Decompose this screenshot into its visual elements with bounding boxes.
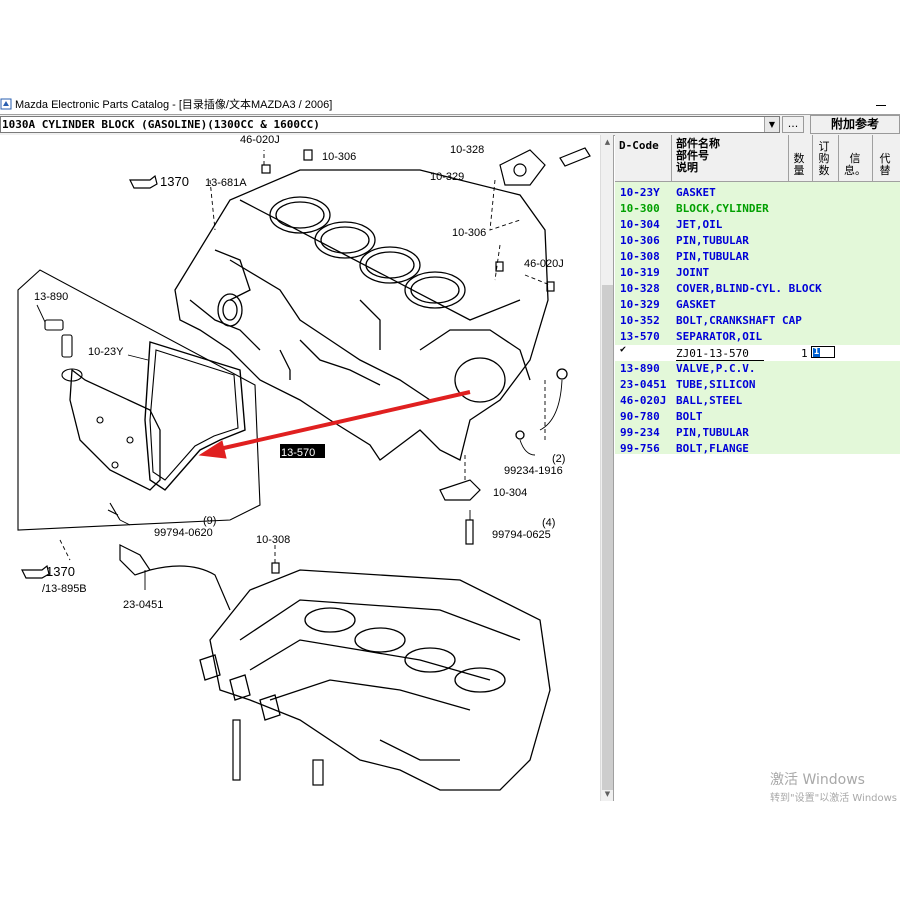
label-10-306-right[interactable]: 10-306 [452, 227, 486, 239]
list-item[interactable]: 13-890 VALVE,P.C.V. [620, 362, 756, 375]
parts-list-pane: D-Code 部件名称 部件号 说明 数量 订购数 信息。 代替 10-23Y … [615, 135, 900, 801]
column-order-qty[interactable]: 订购数 [818, 140, 830, 177]
catalog-toolbar: 1030A CYLINDER BLOCK (GASOLINE)(1300CC &… [0, 114, 900, 136]
window-title-bar: Mazda Electronic Parts Catalog - [目录插像/文… [0, 95, 900, 113]
label-qty-2: (2) [552, 453, 565, 465]
list-item[interactable]: 10-319 JOINT [620, 266, 710, 279]
label-99234-1916[interactable]: 99234-1916 [504, 465, 563, 477]
parts-diagram-pane[interactable]: 46-020J 10-306 10-328 10-329 1370 13-681… [0, 135, 601, 801]
catalog-section-select[interactable]: 1030A CYLINDER BLOCK (GASOLINE)(1300CC &… [0, 116, 780, 133]
list-item[interactable]: 99-756 BOLT,FLANGE [620, 442, 749, 455]
order-quantity-value: 1 [813, 347, 820, 357]
column-part-name[interactable]: 部件名称 部件号 说明 [676, 137, 720, 174]
scroll-up-icon[interactable]: ▲ [604, 138, 611, 146]
label-13-890[interactable]: 13-890 [34, 291, 68, 303]
label-99794-0625[interactable]: 99794-0625 [492, 529, 551, 541]
label-13-895b[interactable]: /13-895B [42, 583, 87, 595]
list-item[interactable]: 90-780 BOLT [620, 410, 703, 423]
column-qty[interactable]: 数量 [793, 152, 805, 177]
list-item-selected[interactable]: 13-570 SEPARATOR,OIL [620, 330, 763, 343]
scrollbar-thumb[interactable] [602, 285, 613, 790]
list-item[interactable]: 10-352 BOLT,CRANKSHAFT CAP [620, 314, 802, 327]
list-item[interactable]: 10-329 GASKET [620, 298, 716, 311]
label-qty-9: (9) [203, 515, 216, 527]
label-10-306-top[interactable]: 10-306 [322, 151, 356, 163]
scroll-down-icon[interactable]: ▼ [604, 790, 611, 798]
label-10-304[interactable]: 10-304 [493, 487, 527, 499]
list-item[interactable]: 99-234 PIN,TUBULAR [620, 426, 749, 439]
highlight-arrow [198, 390, 471, 459]
part-quantity: 1 [801, 347, 808, 360]
more-button[interactable]: ... [782, 116, 804, 133]
selected-part-detail-row[interactable]: ✔ ZJ01-13-570 1 1 [615, 344, 900, 361]
parts-list-header: D-Code 部件名称 部件号 说明 数量 订购数 信息。 代替 [615, 135, 900, 182]
label-1370-b[interactable]: 1370 [46, 564, 75, 579]
windows-activation-watermark: 激活 Windows [770, 772, 865, 788]
minimize-icon[interactable] [876, 105, 886, 107]
window-title: Mazda Electronic Parts Catalog - [目录插像/文… [15, 99, 333, 111]
label-23-0451[interactable]: 23-0451 [123, 599, 163, 611]
diagram-vertical-scrollbar[interactable]: ▲ ▼ [600, 135, 614, 801]
label-46-020j-top[interactable]: 46-020J [240, 135, 280, 146]
label-46-020j-right[interactable]: 46-020J [524, 258, 564, 270]
app-icon [0, 98, 12, 110]
label-10-328[interactable]: 10-328 [450, 144, 484, 156]
list-item[interactable]: 23-0451 TUBE,SILICON [620, 378, 756, 391]
label-10-308[interactable]: 10-308 [256, 534, 290, 546]
list-item[interactable]: 10-300 BLOCK,CYLINDER [620, 202, 769, 215]
windows-activation-hint: 转到"设置"以激活 Windows [770, 793, 898, 804]
part-number: ZJ01-13-570 [676, 347, 764, 361]
label-13-570-selected[interactable]: 13-570 [281, 447, 315, 459]
list-item[interactable]: 10-306 PIN,TUBULAR [620, 234, 749, 247]
additional-reference-button[interactable]: 附加参考 [810, 115, 900, 134]
column-info[interactable]: 信息。 [844, 152, 866, 177]
column-dcode[interactable]: D-Code [619, 139, 659, 152]
label-10-329[interactable]: 10-329 [430, 171, 464, 183]
label-1370-a[interactable]: 1370 [160, 174, 189, 189]
pointing-hand-icon [21, 174, 158, 579]
order-quantity-input[interactable]: 1 [811, 346, 835, 358]
list-item[interactable]: 10-328 COVER,BLIND-CYL. BLOCK [620, 282, 822, 295]
label-99794-0620[interactable]: 99794-0620 [154, 527, 213, 539]
column-substitute[interactable]: 代替 [879, 152, 891, 177]
label-13-681a[interactable]: 13-681A [205, 177, 247, 189]
list-item[interactable]: 46-020J BALL,STEEL [620, 394, 743, 407]
engine-block-diagram[interactable]: 46-020J 10-306 10-328 10-329 1370 13-681… [0, 135, 600, 801]
list-item[interactable]: 10-308 PIN,TUBULAR [620, 250, 749, 263]
chevron-down-icon[interactable]: ▼ [764, 117, 779, 132]
catalog-section-value: 1030A CYLINDER BLOCK (GASOLINE)(1300CC &… [2, 118, 320, 131]
list-item[interactable]: 10-23Y GASKET [620, 186, 716, 199]
checkmark-icon[interactable]: ✔ [620, 344, 627, 355]
list-item[interactable]: 10-304 JET,OIL [620, 218, 723, 231]
parts-list: 10-23Y GASKET 10-300 BLOCK,CYLINDER 10-3… [615, 182, 900, 455]
label-qty-4: (4) [542, 517, 555, 529]
label-10-23y[interactable]: 10-23Y [88, 346, 124, 358]
